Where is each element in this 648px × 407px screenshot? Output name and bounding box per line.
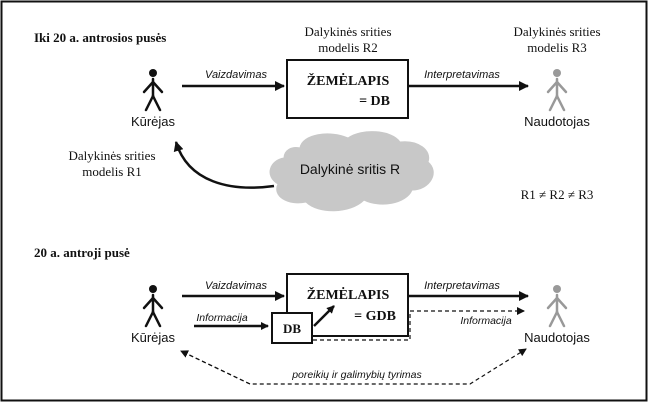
db-box (271, 312, 313, 344)
info-out-label: Informacija (460, 315, 512, 327)
user-label-bottom: Naudotojas (524, 330, 590, 345)
model-r2-line1: Dalykinės srities (304, 24, 391, 39)
model-r3-line2: modelis R3 (527, 40, 587, 55)
user-person-icon-bottom (546, 285, 568, 328)
db-to-map-arrow (313, 305, 335, 327)
depiction-label-bottom: Vaizdavimas (205, 280, 267, 292)
interpretation-label-top: Interpretavimas (424, 69, 500, 81)
domain-cloud-shape (269, 131, 434, 212)
info-in-label: Informacija (196, 312, 248, 324)
db-box-label: DB (283, 321, 301, 336)
research-label: poreikių ir galimybių tyrimas (291, 369, 422, 381)
model-r2-line2: modelis R2 (318, 40, 378, 55)
model-r3-line1: Dalykinės srities (513, 24, 600, 39)
user-person-icon (546, 69, 568, 112)
depiction-label-top: Vaizdavimas (205, 69, 267, 81)
creator-person-icon (142, 69, 164, 112)
creator-label-top: Kūrėjas (131, 114, 176, 129)
user-label-top: Naudotojas (524, 114, 590, 129)
model-r1-line2: modelis R1 (82, 164, 142, 179)
map-box-top-line2: = DB (359, 94, 390, 109)
domain-cloud-label: Dalykinė sritis R (300, 161, 400, 177)
top-heading: Iki 20 a. antrosios pusės (34, 30, 166, 45)
creator-label-bottom: Kūrėjas (131, 330, 176, 345)
creator-person-icon-bottom (142, 285, 164, 328)
bottom-heading: 20 a. antroji pusė (34, 245, 130, 260)
model-r1-line1: Dalykinės srities (68, 148, 155, 163)
map-box-bottom-line2: = GDB (354, 309, 396, 324)
map-box-top (286, 59, 409, 119)
interpretation-label-bottom: Interpretavimas (424, 280, 500, 292)
info-out-arrow (313, 307, 525, 341)
cloud-to-creator-arrow (173, 141, 275, 189)
map-box-bottom (286, 273, 409, 337)
inequality-text: R1 ≠ R2 ≠ R3 (521, 187, 594, 202)
map-box-top-line1: ŽEMĖLAPIS (307, 72, 390, 89)
research-arrow-left (180, 350, 251, 385)
map-box-bottom-line1: ŽEMĖLAPIS (307, 286, 390, 303)
